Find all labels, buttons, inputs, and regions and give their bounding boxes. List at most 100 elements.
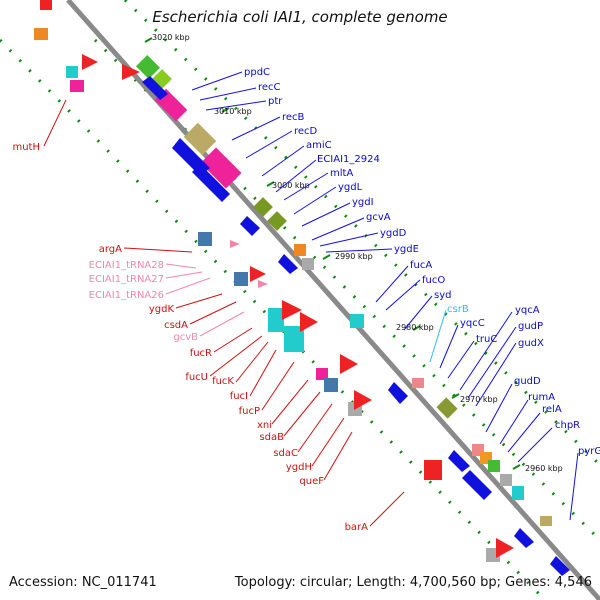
connector <box>311 217 365 241</box>
gene-feature[interactable] <box>282 300 302 320</box>
gene-feature[interactable] <box>324 378 338 392</box>
connector <box>191 71 243 91</box>
gene-label: ygdH <box>286 462 312 473</box>
gene-feature[interactable] <box>200 147 242 189</box>
gene-feature[interactable] <box>183 122 217 156</box>
gene-feature[interactable] <box>340 354 358 374</box>
connector <box>447 340 475 379</box>
tick-mark <box>451 393 460 399</box>
gene-label: ptr <box>268 96 283 107</box>
gene-label: gudX <box>518 338 544 349</box>
connector <box>189 301 237 325</box>
connector <box>507 412 541 453</box>
gene-feature[interactable] <box>240 216 260 236</box>
gene-feature[interactable] <box>302 258 314 270</box>
gene-label: ygdK <box>149 304 175 315</box>
gene-feature[interactable] <box>496 538 514 558</box>
gene-feature[interactable] <box>424 460 442 480</box>
connector <box>429 309 447 363</box>
gene-feature[interactable] <box>412 378 424 388</box>
gene-label: ECIAI1_tRNA28 <box>89 260 164 271</box>
gene-feature[interactable] <box>300 312 318 332</box>
tick-mark <box>221 107 230 113</box>
gene-label: sdaC <box>273 448 298 459</box>
trna-feature[interactable] <box>258 280 268 288</box>
gene-label: barA <box>345 522 369 533</box>
connector <box>385 279 421 311</box>
gene-label: rumA <box>528 392 555 403</box>
gene-label: csdA <box>164 320 188 331</box>
gene-feature[interactable] <box>253 197 273 217</box>
connector <box>213 327 253 353</box>
gene-feature[interactable] <box>122 64 140 80</box>
gene-feature[interactable] <box>350 314 364 328</box>
reverse-genes <box>34 0 514 562</box>
gene-feature[interactable] <box>198 232 212 246</box>
gene-label: fucK <box>212 376 234 387</box>
gene-feature[interactable] <box>70 80 84 92</box>
gene-feature[interactable] <box>462 470 492 500</box>
gene-feature[interactable] <box>192 164 230 202</box>
gene-feature[interactable] <box>267 211 287 231</box>
gene-label: argA <box>99 244 122 255</box>
gene-feature[interactable] <box>142 76 168 100</box>
connector <box>459 311 513 391</box>
gene-feature[interactable] <box>135 54 161 80</box>
gene-feature[interactable] <box>500 474 512 486</box>
gene-feature[interactable] <box>40 0 52 10</box>
gene-feature[interactable] <box>448 450 470 472</box>
connector <box>43 99 67 147</box>
gene-feature[interactable] <box>234 272 248 286</box>
connector <box>165 271 203 279</box>
gene-label: queF <box>299 476 324 487</box>
gene-feature[interactable] <box>354 390 372 410</box>
connector <box>175 293 223 309</box>
gene-label: gudD <box>514 376 541 387</box>
tick-mark <box>144 37 153 43</box>
gene-label: relA <box>542 404 562 415</box>
gene-feature[interactable] <box>278 254 298 274</box>
connector <box>311 417 345 467</box>
tick-label: 3000 kbp <box>272 181 310 190</box>
connector <box>301 202 351 227</box>
gene-feature[interactable] <box>512 486 524 500</box>
gene-feature[interactable] <box>436 397 458 419</box>
gene-feature[interactable] <box>268 308 284 332</box>
gene-label: gcvA <box>366 212 391 223</box>
connector <box>283 172 329 201</box>
connector <box>293 186 337 215</box>
gene-label: ygdE <box>394 244 419 255</box>
gene-feature[interactable] <box>82 54 98 70</box>
topology-text: Topology: circular; Length: 4,700,560 bp… <box>234 575 592 590</box>
gene-feature[interactable] <box>294 244 306 256</box>
tick-labels: 3020 kbp 3010 kbp 3000 kbp 2990 kbp 2980… <box>152 33 563 473</box>
gene-feature[interactable] <box>388 382 408 404</box>
gene-feature[interactable] <box>284 326 304 352</box>
gene-feature[interactable] <box>34 28 48 40</box>
connector <box>271 379 309 425</box>
gene-label: fucR <box>190 348 212 359</box>
accession-text: Accession: NC_011741 <box>9 575 157 590</box>
reverse-gene-labels: mutH argA ygdK csdA fucR fucU fucK fucI … <box>12 142 368 533</box>
gene-label: syd <box>434 290 451 301</box>
gene-label: ECIAI1_2924 <box>317 154 380 165</box>
tick-label: 2990 kbp <box>335 252 373 261</box>
gene-feature[interactable] <box>550 556 570 576</box>
gene-feature[interactable] <box>488 460 500 472</box>
connector <box>375 265 409 303</box>
gene-feature[interactable] <box>66 66 78 78</box>
tick-label: 2960 kbp <box>525 464 563 473</box>
trna-feature[interactable] <box>230 240 240 248</box>
gene-feature[interactable] <box>316 368 328 380</box>
gene-feature[interactable] <box>540 516 552 526</box>
forward-genes <box>135 54 570 576</box>
gene-label: chpR <box>555 420 580 431</box>
gene-label: csrB <box>447 304 469 315</box>
gene-feature[interactable] <box>250 266 266 282</box>
gene-label: gcvB <box>173 332 198 343</box>
trna-gene-labels: ECIAI1_tRNA28 ECIAI1_tRNA27 ECIAI1_tRNA2… <box>89 260 198 343</box>
gene-feature[interactable] <box>514 528 534 548</box>
gene-label: ygdL <box>338 182 363 193</box>
map-title: Escherichia coli IAI1, complete genome <box>152 8 448 26</box>
